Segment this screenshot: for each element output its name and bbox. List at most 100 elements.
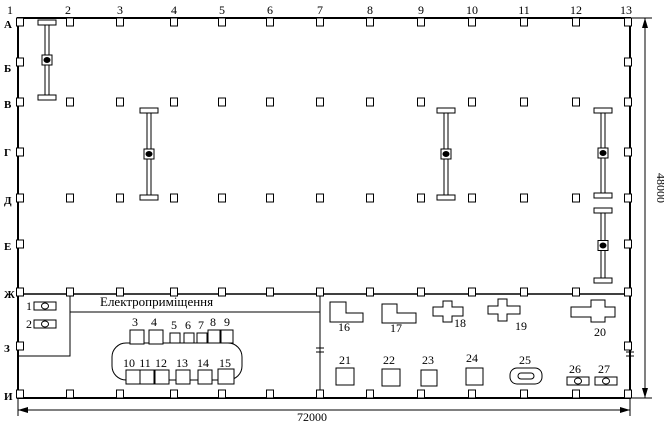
equipment-number-label: 10 [123, 356, 135, 370]
equipment-14 [197, 369, 213, 385]
building-column [316, 193, 324, 203]
equipment-number-label: 6 [185, 318, 191, 332]
equipment-number-label: 25 [519, 353, 531, 367]
building-column [116, 389, 124, 399]
building-column [417, 97, 425, 107]
equipment-number-label: 14 [197, 356, 209, 370]
building-column [624, 341, 632, 351]
building-column [366, 389, 374, 399]
axis-number-label: 2 [65, 3, 71, 17]
building-column [624, 17, 632, 27]
building-column [66, 287, 74, 297]
equipment-number-label: 2 [26, 317, 32, 331]
axis-letter-label: Ж [4, 289, 15, 301]
break-mark [316, 347, 324, 353]
equipment-19 [487, 298, 521, 322]
building-column [218, 97, 226, 107]
equipment-number-label: 26 [569, 362, 581, 376]
equipment-4 [148, 329, 164, 345]
overhead-crane [593, 207, 613, 284]
building-column [572, 17, 580, 27]
building-column [520, 389, 528, 399]
break-mark [626, 351, 634, 357]
building-column [624, 239, 632, 249]
equipment-11 [139, 369, 155, 385]
building-column [16, 17, 24, 27]
switchboard-room [17, 293, 71, 357]
equipment-18 [432, 300, 464, 323]
building-column [16, 239, 24, 249]
equipment-25 [509, 367, 543, 385]
axis-letter-label: Б [4, 63, 11, 75]
equipment-number-label: 4 [151, 315, 157, 329]
building-column [116, 287, 124, 297]
equipment-6 [183, 332, 195, 344]
building-column [170, 287, 178, 297]
building-column [170, 193, 178, 203]
axis-letter-label: Е [4, 241, 11, 253]
dimension-height-label: 48000 [654, 173, 664, 203]
building-column [520, 97, 528, 107]
building-column [468, 389, 476, 399]
equipment-24 [465, 367, 484, 386]
equipment-5 [169, 332, 181, 344]
building-column [572, 287, 580, 297]
equipment-12 [154, 369, 170, 385]
overhead-crane [436, 107, 456, 201]
axis-letter-label: В [4, 99, 12, 111]
equipment-13 [175, 369, 191, 385]
equipment-number-label: 9 [224, 315, 230, 329]
building-column [572, 193, 580, 203]
building-column [66, 97, 74, 107]
building-column [316, 287, 324, 297]
building-column [417, 17, 425, 27]
building-column [218, 193, 226, 203]
axis-number-label: 6 [267, 3, 273, 17]
building-column [520, 287, 528, 297]
building-column [572, 389, 580, 399]
equipment-2 [33, 319, 57, 329]
building-column [316, 97, 324, 107]
building-column [366, 17, 374, 27]
building-column [266, 193, 274, 203]
building-column [218, 17, 226, 27]
equipment-number-label: 12 [155, 356, 167, 370]
building-column [16, 147, 24, 157]
building-column [16, 341, 24, 351]
building-column [170, 389, 178, 399]
building-column [16, 57, 24, 67]
building-column [16, 193, 24, 203]
building-column [417, 389, 425, 399]
equipment-number-label: 24 [466, 351, 478, 365]
building-outline [17, 17, 631, 399]
building-column [366, 287, 374, 297]
equipment-number-label: 5 [171, 318, 177, 332]
building-column [468, 97, 476, 107]
axis-letter-label: З [4, 343, 10, 355]
building-column [417, 287, 425, 297]
axis-number-label: 9 [418, 3, 424, 17]
equipment-16 [329, 301, 364, 323]
building-column [170, 97, 178, 107]
building-column [266, 389, 274, 399]
equipment-20 [570, 299, 616, 323]
axis-letter-label: И [4, 391, 13, 403]
axis-number-label: 5 [219, 3, 225, 17]
building-column [624, 147, 632, 157]
axis-number-label: 3 [117, 3, 123, 17]
building-column [218, 287, 226, 297]
building-column [624, 287, 632, 297]
equipment-number-label: 1 [26, 299, 32, 313]
equipment-17 [381, 303, 417, 324]
dimension-height [630, 17, 652, 399]
axis-number-label: 4 [171, 3, 177, 17]
equipment-number-label: 15 [219, 356, 231, 370]
building-column [520, 17, 528, 27]
building-column [366, 97, 374, 107]
building-column [624, 193, 632, 203]
equipment-9 [220, 329, 234, 344]
building-column [266, 287, 274, 297]
equipment-number-label: 13 [176, 356, 188, 370]
overhead-crane [37, 19, 57, 101]
